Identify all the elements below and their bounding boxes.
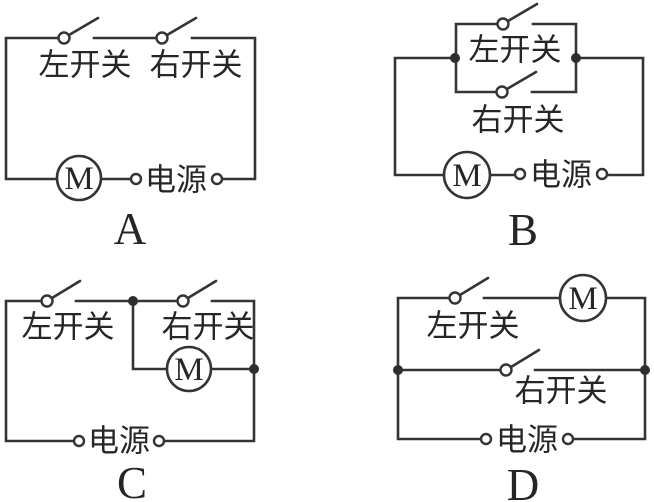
wires-a — [4, 36, 257, 181]
left-switch-d — [448, 276, 490, 305]
right-switch-label: 右开关 — [150, 48, 243, 83]
power-terminal-icon — [561, 432, 575, 446]
motor-b: M — [442, 150, 492, 200]
motor-label: M — [568, 281, 597, 317]
switch-pivot-icon — [495, 85, 509, 99]
junction-dot-icon — [450, 53, 460, 63]
switch-pivot-icon — [448, 291, 462, 305]
switch-pivot-icon — [155, 31, 169, 45]
switch-pivot-icon — [57, 31, 71, 45]
power-label: 电源 — [530, 158, 592, 193]
power-terminal-icon — [129, 172, 143, 186]
option-letter-d: D — [507, 460, 540, 502]
option-letter-a: A — [114, 204, 147, 254]
option-letter-c: C — [117, 458, 147, 502]
power-label: 电源 — [496, 423, 558, 458]
motor-c: M — [165, 345, 213, 393]
motor-label: M — [174, 352, 203, 388]
right-switch-c — [176, 279, 218, 308]
power-terminal-icon — [210, 172, 224, 186]
motor-a: M — [55, 154, 103, 202]
power-terminal-icon — [513, 167, 527, 181]
power-label: 电源 — [145, 163, 207, 198]
option-letter-b: B — [508, 205, 538, 255]
motor-circle-icon — [55, 154, 103, 202]
motor-circle-icon — [165, 345, 213, 393]
switch-blade-icon — [165, 16, 198, 37]
left-switch-label: 左开关 — [469, 33, 562, 68]
right-switch-d — [499, 348, 541, 377]
power-terminal-icon — [72, 434, 86, 448]
motor-d: M — [558, 273, 608, 323]
power-terminal-icon — [152, 434, 166, 448]
right-switch-label: 右开关 — [472, 103, 565, 138]
left-switch-c — [40, 279, 82, 308]
junction-dot-icon — [249, 364, 259, 374]
switch-pivot-icon — [499, 363, 513, 377]
switch-blade-icon — [506, 2, 539, 23]
circuit-option-d: M 左开关 右开关 电源 D — [393, 273, 650, 502]
switch-blade-icon — [505, 70, 538, 91]
switch-pivot-icon — [176, 294, 190, 308]
circuit-option-a: M 左开关 右开关 电源 A — [4, 16, 257, 254]
power-label: 电源 — [88, 424, 150, 459]
switch-blade-icon — [50, 279, 82, 300]
power-terminal-icon — [479, 432, 493, 446]
motor-label: M — [64, 161, 93, 197]
left-switch-b — [496, 2, 539, 31]
left-switch-label: 左开关 — [22, 310, 115, 345]
left-switch-label: 左开关 — [427, 309, 520, 344]
motor-label: M — [452, 158, 481, 194]
left-switch-a — [57, 16, 100, 45]
circuit-option-b: M 左开关 右开关 电源 B — [393, 2, 645, 255]
switch-pivot-icon — [496, 17, 510, 31]
right-switch-label: 右开关 — [162, 310, 255, 345]
switch-pivot-icon — [40, 294, 54, 308]
motor-circle-icon — [558, 273, 608, 323]
circuit-option-c: M 左开关 右开关 电源 C — [4, 279, 259, 502]
power-terminal-icon — [595, 167, 609, 181]
left-switch-label: 左开关 — [39, 48, 132, 83]
motor-circle-icon — [442, 150, 492, 200]
junction-dot-icon — [393, 365, 403, 375]
junction-dot-icon — [571, 53, 581, 63]
switch-blade-icon — [186, 279, 218, 300]
switch-blade-icon — [458, 276, 490, 297]
switch-blade-icon — [509, 348, 541, 369]
right-switch-a — [155, 16, 198, 45]
right-switch-b — [495, 70, 538, 99]
junction-dot-icon — [640, 365, 650, 375]
junction-dot-icon — [128, 296, 138, 306]
switch-blade-icon — [67, 16, 100, 37]
right-switch-label: 右开关 — [515, 374, 608, 409]
